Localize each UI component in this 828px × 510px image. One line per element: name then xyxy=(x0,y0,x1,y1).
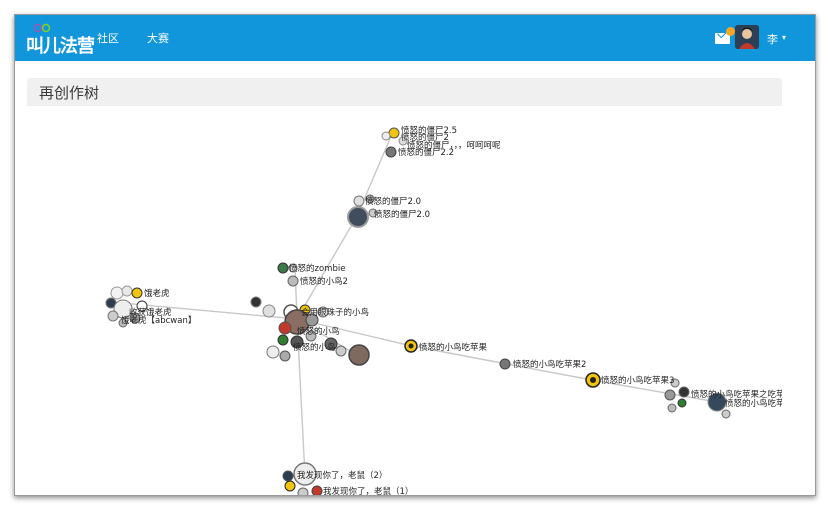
project-node[interactable] xyxy=(388,127,400,139)
project-node[interactable] xyxy=(385,146,397,158)
node-label[interactable]: 我发现你了，老鼠（2） xyxy=(297,470,387,481)
nav-contest[interactable]: 大赛 xyxy=(147,32,169,45)
edge xyxy=(506,363,593,381)
project-node[interactable] xyxy=(305,330,317,342)
project-node[interactable] xyxy=(110,286,124,300)
node-label[interactable]: 会用眼珠子的小鸟 xyxy=(301,307,369,318)
edge xyxy=(296,215,358,320)
page-title: 再创作树 xyxy=(39,84,100,102)
project-node[interactable] xyxy=(121,285,133,297)
project-node[interactable] xyxy=(317,306,329,318)
project-node[interactable] xyxy=(278,321,292,335)
logo-dots-icon xyxy=(34,23,51,33)
project-node[interactable] xyxy=(293,462,317,486)
project-node[interactable] xyxy=(287,275,299,287)
node-label[interactable]: 愤怒的僵尸2 xyxy=(401,132,449,143)
notification-badge xyxy=(726,27,735,36)
avatar-image xyxy=(735,25,759,49)
node-label[interactable]: 愤怒的小鸟 xyxy=(293,342,336,353)
mail-icon[interactable] xyxy=(715,33,730,44)
site-logo[interactable]: 叫儿法营 xyxy=(24,23,104,57)
project-node[interactable] xyxy=(365,194,375,204)
project-node xyxy=(408,343,414,349)
project-node[interactable] xyxy=(282,470,294,482)
node-label[interactable]: 愤怒的小鸟吃苹果3 xyxy=(601,375,674,386)
username[interactable]: 李 xyxy=(767,33,778,46)
project-node[interactable] xyxy=(290,335,304,349)
top-nav-bar: 叫儿法营 社区 大赛 李 ▾ xyxy=(15,15,815,61)
edge xyxy=(411,345,508,365)
project-node[interactable] xyxy=(707,392,727,412)
project-node[interactable] xyxy=(136,300,148,312)
node-label[interactable]: 收获饿老虎 xyxy=(129,307,172,318)
project-node[interactable] xyxy=(250,296,262,308)
project-node[interactable] xyxy=(353,195,365,207)
node-label[interactable]: 愤怒的小鸟 xyxy=(297,326,340,337)
edge xyxy=(591,379,718,403)
node-label[interactable]: 愤怒的僵尸2.0 xyxy=(374,209,430,220)
project-node[interactable] xyxy=(347,206,369,228)
project-node[interactable] xyxy=(262,304,276,318)
node-label[interactable]: 愤怒的僵尸2.0 xyxy=(365,196,421,207)
project-node[interactable] xyxy=(107,310,119,322)
project-node[interactable] xyxy=(284,480,296,492)
remix-tree-graph[interactable]: 愤怒的僵尸2.5 愤怒的僵尸2 愤怒的僵尸，，，呵呵呵呢 愤怒的僵尸2.2 愤怒… xyxy=(27,106,782,495)
node-labels: 愤怒的僵尸2.5 愤怒的僵尸2 愤怒的僵尸，，，呵呵呵呢 愤怒的僵尸2.2 愤怒… xyxy=(121,125,782,495)
project-node[interactable] xyxy=(277,262,289,274)
node-label[interactable]: 愤怒的僵尸，，，呵呵呵呢 xyxy=(407,140,501,151)
remix-tree-canvas[interactable]: 愤怒的僵尸2.5 愤怒的僵尸2 愤怒的僵尸，，，呵呵呵呢 愤怒的僵尸2.2 愤怒… xyxy=(27,106,782,495)
panel-header: 再创作树 xyxy=(27,78,782,106)
project-node[interactable] xyxy=(368,208,378,218)
node-label[interactable]: 我发现你了，老鼠（1） xyxy=(323,486,413,495)
node-label[interactable]: 愤怒的僵尸2.5 xyxy=(401,125,457,136)
project-node[interactable] xyxy=(670,378,680,388)
node-cluster-mid-upper[interactable] xyxy=(277,262,299,287)
node-label[interactable]: 愤怒的小鸟吃苹果2 xyxy=(513,359,586,370)
project-node[interactable] xyxy=(381,131,391,141)
node-label[interactable]: 饿老虎【abcwan】 xyxy=(121,315,196,326)
project-node[interactable] xyxy=(305,313,319,327)
node-label[interactable]: 愤怒的小鸟吃苹果之吃苹果大 xyxy=(691,389,782,400)
project-node[interactable] xyxy=(335,345,347,357)
project-node[interactable] xyxy=(277,334,289,346)
node-label[interactable]: 愤怒的小鸟2 xyxy=(300,276,348,287)
node-cluster-center[interactable] xyxy=(250,296,370,366)
node-label[interactable]: 愤怒的小鸟吃苹 xyxy=(725,398,782,409)
project-node[interactable] xyxy=(721,409,731,419)
project-node[interactable] xyxy=(311,485,323,495)
project-node[interactable] xyxy=(279,350,291,362)
chevron-down-icon[interactable]: ▾ xyxy=(782,33,787,42)
project-node[interactable] xyxy=(499,358,511,370)
user-avatar[interactable] xyxy=(735,25,759,49)
project-node[interactable] xyxy=(324,337,338,351)
project-node xyxy=(590,377,596,383)
project-node[interactable] xyxy=(677,398,687,408)
project-node[interactable] xyxy=(398,136,408,146)
node-label[interactable]: 愤怒的僵尸2.2 xyxy=(398,147,454,158)
node-label[interactable]: 饿老虎 xyxy=(144,288,170,299)
tree-edges xyxy=(121,133,718,477)
node-cluster-right[interactable] xyxy=(404,339,731,419)
project-node[interactable] xyxy=(348,344,370,366)
project-node[interactable] xyxy=(266,345,280,359)
logo-text: 叫儿法营 xyxy=(26,36,95,57)
app-window: 叫儿法营 社区 大赛 李 ▾ 再创作树 xyxy=(14,14,816,496)
nav-community[interactable]: 社区 xyxy=(97,32,119,45)
node-cluster-top[interactable] xyxy=(347,127,408,228)
project-node[interactable] xyxy=(678,386,690,398)
project-node[interactable] xyxy=(118,318,128,328)
project-node[interactable] xyxy=(113,299,133,319)
project-node[interactable] xyxy=(129,312,141,324)
node-label[interactable]: 愤怒的zombie xyxy=(289,263,345,274)
project-node[interactable] xyxy=(664,389,676,401)
node-label[interactable]: 愤怒的小鸟吃苹果 xyxy=(419,342,488,353)
node-cluster-bottom[interactable] xyxy=(282,462,323,495)
project-node[interactable] xyxy=(667,403,677,413)
node-cluster-left[interactable] xyxy=(105,285,148,328)
project-node[interactable] xyxy=(288,263,298,273)
project-node[interactable] xyxy=(131,287,143,299)
project-node[interactable] xyxy=(297,487,309,495)
